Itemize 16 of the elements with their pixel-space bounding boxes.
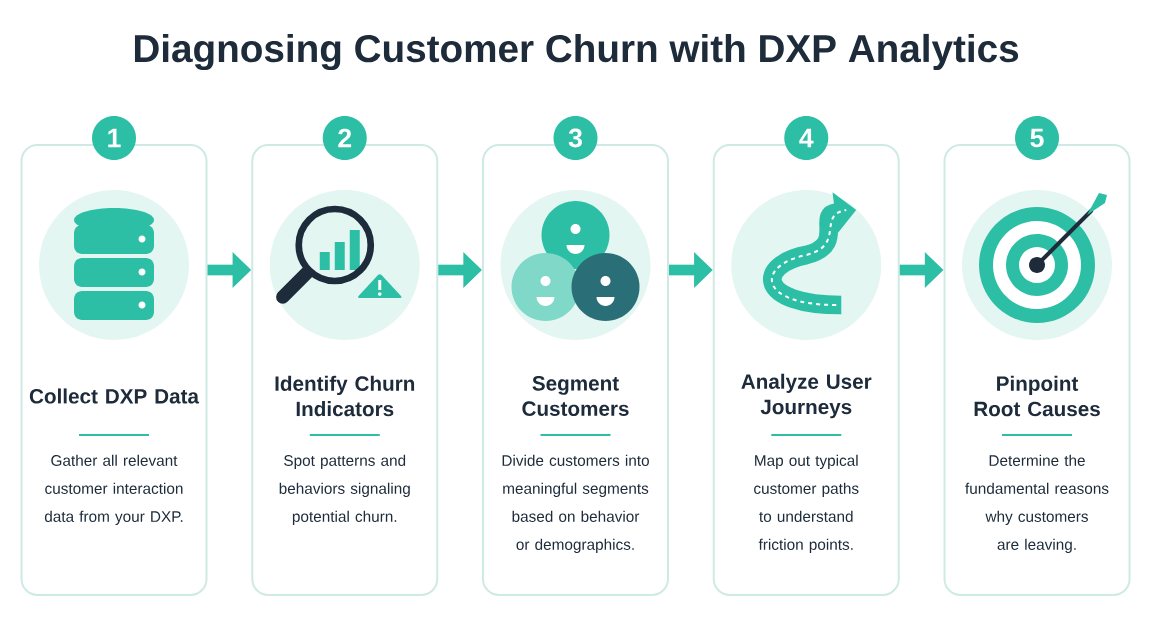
step-description: Determine the fundamental reasons why customers are leaving.	[965, 454, 1109, 553]
step-heading: Collect DXP Data	[29, 388, 200, 404]
step-description: Map out typical customer paths to understand friction points.	[754, 454, 859, 553]
step-number: 5	[1015, 116, 1059, 160]
step-description: Gather all relevant customer interaction data from your DXP.	[44, 454, 183, 525]
step-heading: Segment Customers	[522, 376, 629, 416]
step-description: Spot patterns and behaviors signaling potential churn.	[279, 454, 410, 525]
step-heading: Analyze User Journeys	[741, 373, 872, 419]
step-number: 4	[784, 116, 829, 160]
step-heading: Identify Churn Indicators	[275, 375, 415, 417]
title: Diagnosing Customer Churn with DXP Analytics	[134, 33, 1019, 71]
step-description: Divide customers into meaningful segments based on behavior or demographics.	[502, 454, 649, 553]
step-number: 1	[92, 116, 136, 160]
step-heading: Pinpoint Root Causes	[974, 375, 1100, 417]
step-number: 2	[322, 116, 367, 160]
step-number: 3	[553, 116, 598, 160]
